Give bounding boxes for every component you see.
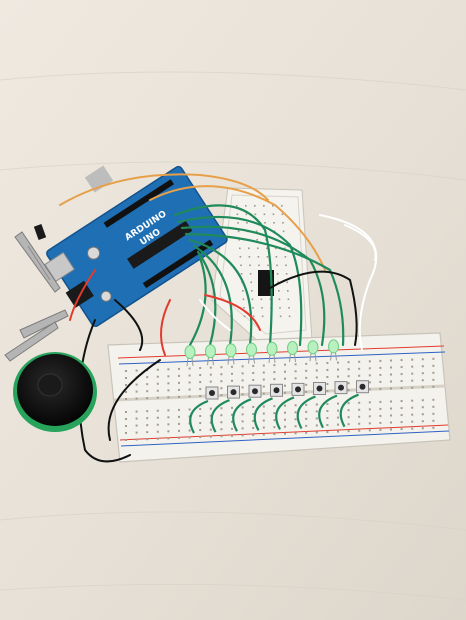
led	[205, 344, 216, 366]
usb-connector	[84, 165, 114, 193]
alligator-clips	[4, 224, 69, 362]
push-button	[275, 382, 305, 430]
push-button	[189, 386, 219, 434]
push-button	[296, 382, 326, 430]
push-button	[210, 385, 240, 433]
wires	[59, 173, 378, 463]
led	[184, 345, 196, 367]
led	[287, 341, 298, 363]
push-button	[253, 383, 283, 431]
chip	[258, 270, 274, 296]
main-breadboard	[107, 332, 451, 463]
led	[246, 342, 257, 364]
led	[307, 340, 319, 362]
led	[328, 339, 339, 361]
wood-grain	[0, 71, 466, 601]
led	[266, 341, 278, 363]
push-button	[232, 384, 262, 432]
led	[225, 343, 237, 365]
push-button	[318, 381, 348, 429]
push-button	[339, 380, 369, 428]
arduino-board: ARDUINO UNO	[44, 165, 228, 327]
button-row	[189, 380, 369, 434]
speaker	[13, 352, 97, 432]
led-row	[184, 339, 339, 367]
